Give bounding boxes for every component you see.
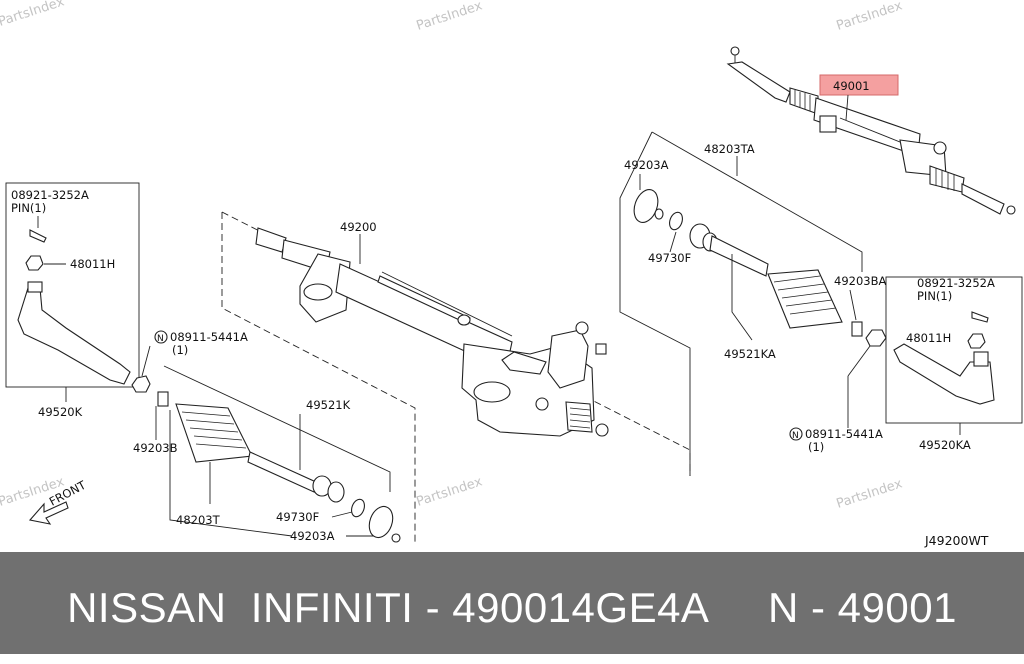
watermark-bottom-center: PartsIndex bbox=[415, 474, 485, 509]
outline-48203ta-left bbox=[619, 131, 691, 476]
washer-49730f-top bbox=[669, 211, 683, 231]
label-48011h-right[interactable]: 48011H bbox=[906, 331, 951, 345]
seal-ring-49203a-top bbox=[633, 189, 659, 223]
label-49203b[interactable]: 49203B bbox=[133, 441, 178, 455]
label-qty-right[interactable]: (1) bbox=[808, 440, 824, 454]
label-48011h-left[interactable]: 48011H bbox=[70, 257, 115, 271]
seal-ring-49203a-bottom bbox=[368, 505, 394, 539]
label-pin-left[interactable]: PIN(1) bbox=[11, 201, 46, 215]
highlight-box bbox=[819, 74, 899, 96]
label-08921-right[interactable]: 08921-3252A bbox=[917, 276, 995, 290]
box-left-tie-rod-end bbox=[5, 182, 140, 388]
label-49203ba[interactable]: 49203BA bbox=[834, 274, 886, 288]
clip-top bbox=[654, 208, 664, 220]
boot-48203t bbox=[175, 403, 253, 463]
watermark-top-right: PartsIndex bbox=[835, 0, 905, 34]
label-08921-left[interactable]: 08921-3252A bbox=[11, 188, 89, 202]
n-marker-left-text: N bbox=[157, 334, 164, 344]
pin-left bbox=[29, 229, 47, 243]
watermark-top-left: PartsIndex bbox=[0, 0, 66, 30]
label-08911-right[interactable]: 08911-5441A bbox=[805, 427, 883, 441]
nut-08911-right bbox=[865, 329, 887, 347]
outline-48203ta-right bbox=[651, 131, 863, 272]
caption-text: NISSAN INFINITI - 490014GE4A N - 49001 bbox=[67, 584, 957, 631]
washer-49730f-bottom bbox=[351, 498, 365, 518]
label-qty-left[interactable]: (1) bbox=[172, 343, 188, 357]
outline-49200-left bbox=[221, 212, 416, 542]
label-49520k[interactable]: 49520K bbox=[38, 405, 83, 419]
watermark-bottom-right: PartsIndex bbox=[835, 476, 905, 511]
label-49730f-top[interactable]: 49730F bbox=[648, 251, 691, 265]
front-arrow bbox=[28, 501, 69, 525]
diagram-code: J49200WT bbox=[924, 533, 989, 548]
label-49520ka[interactable]: 49520KA bbox=[919, 438, 971, 452]
label-49200[interactable]: 49200 bbox=[340, 220, 377, 234]
label-08911-left[interactable]: 08911-5441A bbox=[170, 330, 248, 344]
n-marker-right bbox=[789, 427, 803, 441]
clamp-49203b bbox=[157, 391, 169, 407]
clamp-49203ba bbox=[851, 321, 863, 337]
inner-socket-49521k bbox=[247, 451, 345, 503]
nut-48011h-left bbox=[25, 255, 44, 271]
n-marker-right-text: N bbox=[792, 431, 799, 441]
n-marker-left bbox=[154, 330, 168, 344]
outline-49200-right bbox=[221, 211, 691, 476]
label-49730f-bottom[interactable]: 49730F bbox=[276, 510, 319, 524]
caption-bar: NISSAN INFINITI - 490014GE4A N - 49001 bbox=[0, 552, 1024, 654]
label-49001[interactable]: 49001 bbox=[833, 79, 870, 93]
nut-08911-left bbox=[131, 375, 151, 393]
parts-diagram: PartsIndex PartsIndex PartsIndex PartsIn… bbox=[0, 0, 1023, 548]
watermark-top-center: PartsIndex bbox=[415, 0, 485, 34]
tie-rod-end-49520k bbox=[17, 287, 131, 385]
label-49521k[interactable]: 49521K bbox=[306, 398, 351, 412]
nut-48011h-right bbox=[967, 333, 986, 349]
label-48203t[interactable]: 48203T bbox=[176, 513, 221, 527]
inner-socket-49521ka bbox=[689, 223, 769, 277]
label-49521ka[interactable]: 49521KA bbox=[724, 347, 776, 361]
outline-49521k bbox=[163, 365, 391, 492]
overview-assembly bbox=[726, 46, 1016, 215]
box-right-tie-rod-end bbox=[885, 276, 1023, 424]
label-49203a-bottom[interactable]: 49203A bbox=[290, 529, 335, 543]
rack-housing-49200 bbox=[255, 227, 609, 437]
label-49203a-top[interactable]: 49203A bbox=[624, 158, 669, 172]
label-pin-right[interactable]: PIN(1) bbox=[917, 289, 952, 303]
label-48203ta[interactable]: 48203TA bbox=[704, 142, 755, 156]
boot-48203ta bbox=[767, 269, 843, 329]
pin-right bbox=[971, 311, 989, 323]
tie-rod-end-49520ka bbox=[893, 343, 995, 405]
